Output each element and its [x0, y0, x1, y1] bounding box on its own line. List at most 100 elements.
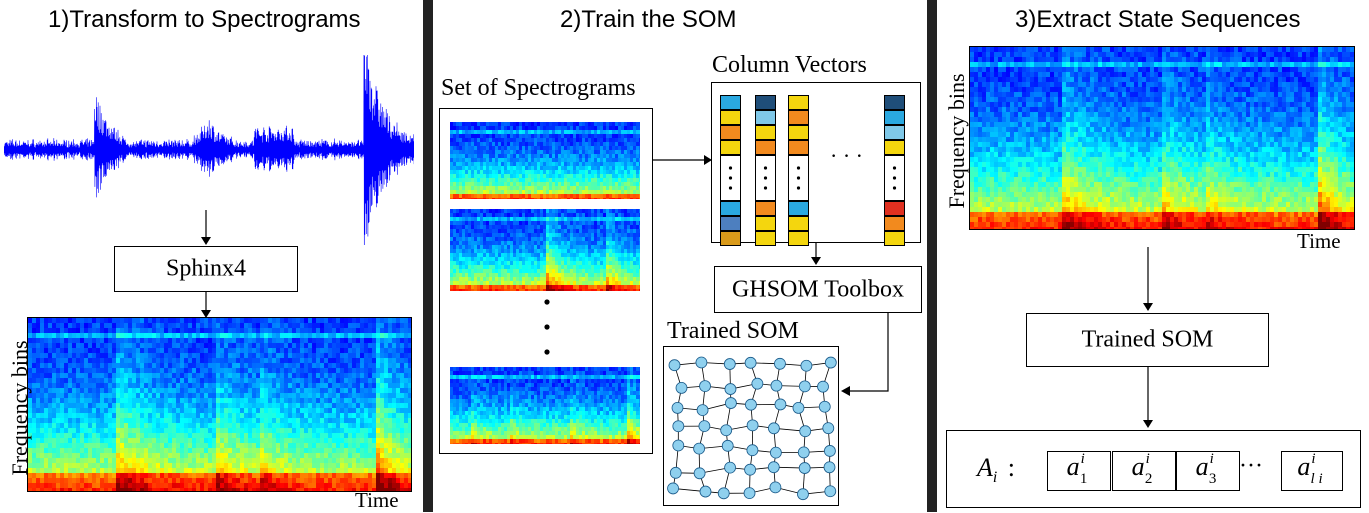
set-spectrogram-1	[450, 122, 640, 199]
divider-right	[927, 0, 937, 512]
vector-cell	[884, 201, 905, 216]
som-node	[673, 440, 684, 451]
set-of-spectrograms-label: Set of Spectrograms	[441, 75, 636, 102]
ghsom-toolbox-box: GHSOM Toolbox	[714, 266, 922, 313]
som-node	[793, 402, 804, 413]
column-vectors-label: Column Vectors	[712, 52, 867, 79]
vector-cell	[720, 95, 741, 110]
vector-cell	[788, 155, 809, 201]
vector-cell	[884, 155, 905, 201]
vector-cell	[884, 231, 905, 246]
vector-cell	[884, 110, 905, 125]
som-node	[747, 445, 758, 456]
som-node	[798, 447, 809, 458]
spectrogram-set-box	[439, 108, 653, 454]
som-node	[721, 425, 732, 436]
vector-cell	[720, 201, 741, 216]
som-node	[700, 381, 711, 392]
som-node	[770, 482, 781, 493]
som-node	[745, 399, 756, 410]
vertical-ellipsis	[537, 294, 557, 364]
som-node	[824, 445, 835, 456]
sequence-item-sup: i	[1311, 451, 1315, 467]
som-node	[694, 443, 705, 454]
sequence-item-base: a	[1067, 452, 1080, 481]
vector-cell	[755, 125, 776, 140]
sequence-item-sub: l i	[1311, 471, 1323, 487]
vector-cell	[788, 140, 809, 155]
arrow-vectors-to-ghsom	[806, 243, 826, 265]
som-node	[747, 420, 758, 431]
vector-cell	[720, 231, 741, 246]
spectrogram-1	[27, 317, 412, 492]
som-node	[724, 359, 735, 370]
som-node	[694, 468, 705, 479]
sequence-item-sup: i	[1210, 451, 1214, 467]
vector-cell	[720, 155, 741, 201]
arrow-wave-to-sphinx	[196, 210, 216, 245]
som-node	[800, 426, 811, 437]
sequence-colon: :	[1008, 453, 1015, 482]
vector-cell	[720, 110, 741, 125]
som-node	[774, 358, 785, 369]
som-node	[797, 489, 808, 500]
som-node	[801, 360, 812, 371]
som-node	[672, 402, 683, 413]
som-node	[825, 486, 836, 497]
som-node	[770, 447, 781, 458]
som-node	[699, 421, 710, 432]
som-node	[668, 483, 679, 494]
set-spectrogram-3	[450, 367, 640, 444]
vector-cell	[884, 140, 905, 155]
vector-cell	[884, 95, 905, 110]
spectrogram-3-ylabel: Frequency bins	[944, 61, 970, 221]
set-spectrogram-2	[450, 209, 640, 291]
vector-cell	[755, 216, 776, 231]
vector-cell	[720, 140, 741, 155]
som-node	[825, 357, 836, 368]
panel1-title: 1)Transform to Spectrograms	[48, 6, 361, 34]
vector-cell	[788, 201, 809, 216]
som-node	[670, 467, 681, 478]
arrow-set-to-vectors	[652, 150, 714, 170]
sequence-item-sup: i	[1081, 451, 1085, 467]
sequence-item-1: ai1	[1047, 451, 1111, 491]
vector-cell	[720, 216, 741, 231]
som-node	[819, 401, 830, 412]
vector-cell	[788, 216, 809, 231]
sequence-item-4: ail i	[1281, 451, 1343, 491]
spectrogram-1-xlabel: Time	[355, 488, 399, 513]
som-node	[718, 488, 729, 499]
som-node	[722, 440, 733, 451]
som-node	[676, 382, 687, 393]
vector-cell	[788, 125, 809, 140]
vector-cell	[755, 110, 776, 125]
trained-som-label-1: Trained SOM	[667, 318, 799, 345]
divider-left	[423, 0, 433, 512]
vector-cell	[755, 140, 776, 155]
trained-som-grid-box	[663, 346, 839, 506]
som-node	[775, 399, 786, 410]
som-node	[725, 384, 736, 395]
som-node	[768, 423, 779, 434]
som-node	[768, 462, 779, 473]
som-node	[725, 462, 736, 473]
som-node	[771, 380, 782, 391]
som-node	[824, 462, 835, 473]
sequence-item-base: a	[1196, 452, 1209, 481]
arrow-som-to-sequence	[1138, 367, 1158, 429]
sequence-label-base: A	[977, 453, 993, 482]
spectrogram-1-ylabel: Frequency bins	[7, 328, 33, 488]
som-node	[725, 398, 736, 409]
som-node	[669, 360, 680, 371]
som-node	[673, 421, 684, 432]
sequence-item-base: a	[1132, 452, 1145, 481]
sphinx-box: Sphinx4	[114, 246, 298, 292]
sequence-item-sup: i	[1146, 451, 1150, 467]
vector-cell	[788, 110, 809, 125]
som-node	[696, 357, 707, 368]
spectrogram-3	[969, 46, 1355, 230]
sequence-item-3: ai3	[1176, 451, 1240, 491]
som-node	[745, 464, 756, 475]
